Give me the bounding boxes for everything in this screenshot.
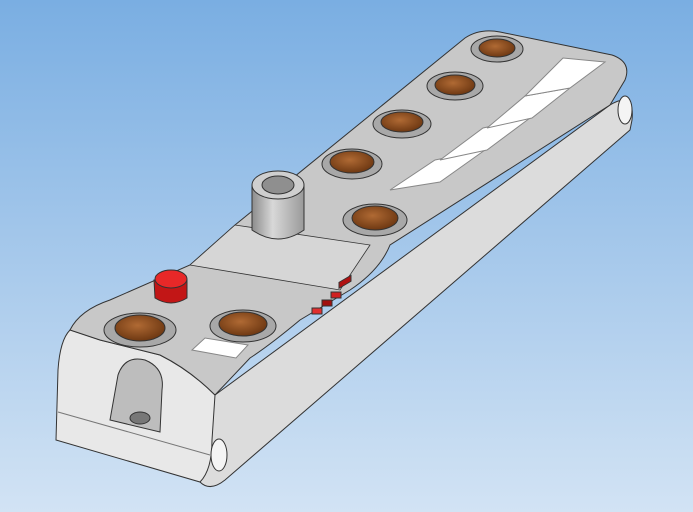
connector-x4[interactable] xyxy=(321,148,383,180)
label xyxy=(190,337,249,359)
connector-x5[interactable] xyxy=(372,109,432,139)
housing-edge xyxy=(57,411,211,456)
connector-x2[interactable] xyxy=(209,309,277,343)
mounting-slot xyxy=(109,358,163,433)
connector-x6[interactable] xyxy=(426,71,484,101)
label xyxy=(523,57,607,97)
connectors xyxy=(103,35,524,348)
label-strip xyxy=(190,57,607,359)
mounting-hole-back xyxy=(617,95,633,125)
io-module-model[interactable] xyxy=(55,30,633,487)
red-cap-button[interactable] xyxy=(153,269,188,304)
connector-x7[interactable] xyxy=(470,35,524,63)
led xyxy=(311,307,323,315)
connector-x3[interactable] xyxy=(342,203,408,237)
housing-raised-band xyxy=(189,224,371,291)
power-connector[interactable] xyxy=(251,170,305,240)
led xyxy=(338,274,352,290)
mounting-hole-front xyxy=(210,438,228,472)
mounting-hole xyxy=(129,411,151,425)
connector-x1[interactable] xyxy=(103,312,177,348)
led xyxy=(330,291,342,299)
led xyxy=(321,299,333,307)
status-leds xyxy=(311,274,352,315)
